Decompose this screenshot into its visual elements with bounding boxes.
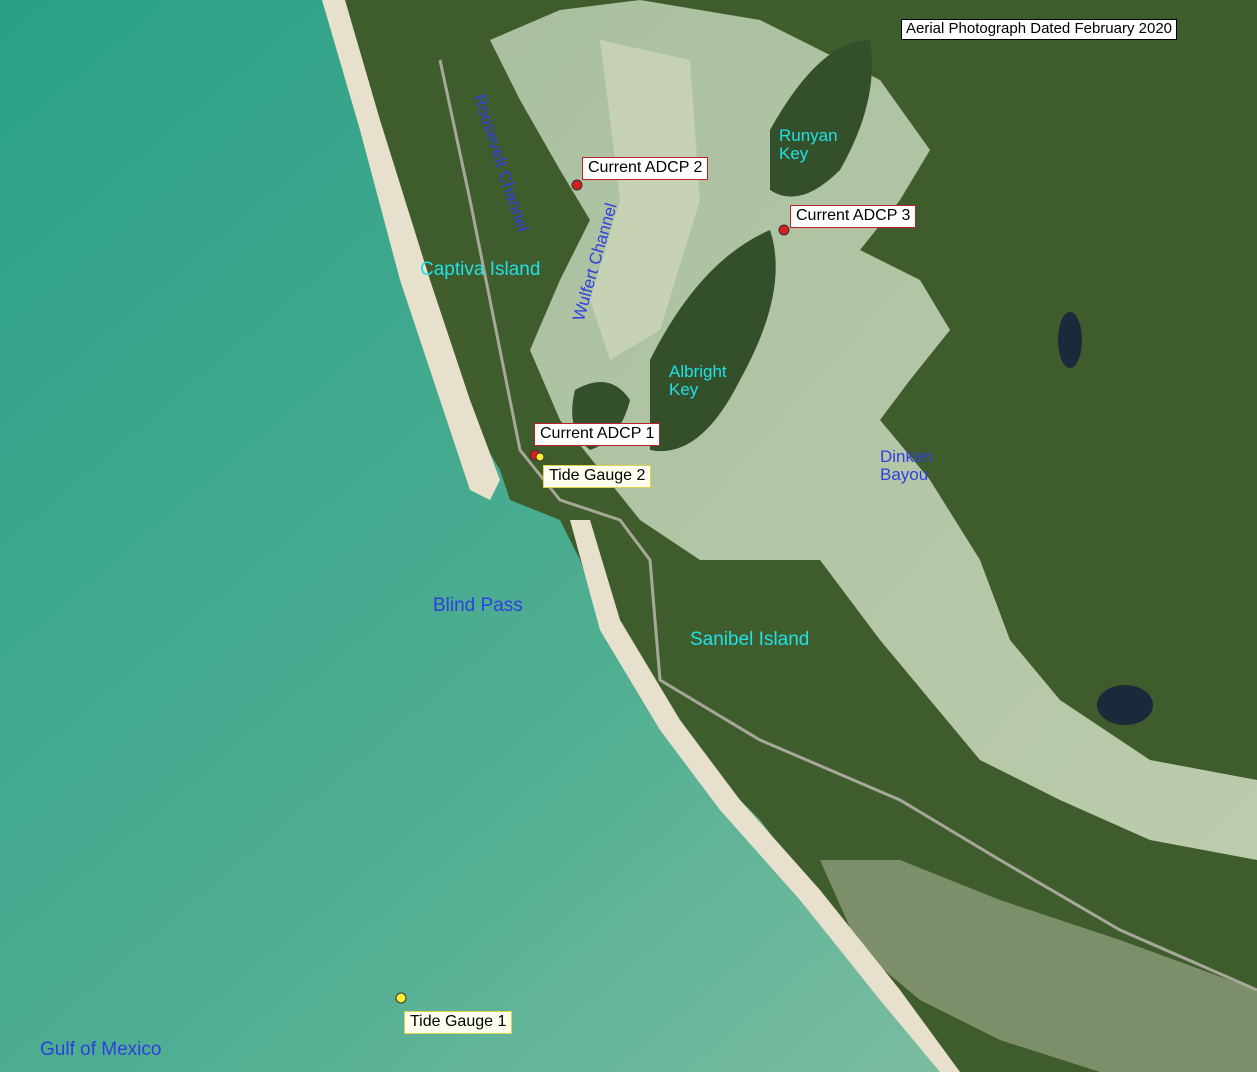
label-blind-pass: Blind Pass — [433, 595, 523, 616]
label-runyan-key: Runyan Key — [779, 127, 838, 163]
road — [438, 59, 1257, 992]
albright-key-land — [650, 230, 776, 452]
lower-bay — [820, 860, 1257, 1072]
label-albright-key: Albright Key — [669, 363, 727, 399]
gauge2-label: Tide Gauge 2 — [543, 465, 652, 488]
runyan-key-line2: Key — [779, 143, 809, 163]
albright-key-line1: Albright — [669, 362, 727, 381]
dinken-bayou-line1: Dinken — [880, 447, 933, 466]
dinken-bayou-line2: Bayou — [880, 464, 929, 484]
adcp3-label: Current ADCP 3 — [790, 205, 917, 228]
adcp3-marker[interactable] — [778, 224, 790, 236]
gauge1-label: Tide Gauge 1 — [404, 1011, 513, 1034]
label-captiva-island: Captiva Island — [420, 259, 541, 280]
gauge2-marker[interactable] — [535, 452, 545, 462]
label-dinken-bayou: Dinken Bayou — [880, 448, 933, 484]
captiva-beach — [322, 0, 500, 500]
pond — [1097, 685, 1153, 725]
adcp2-label: Current ADCP 2 — [582, 157, 709, 180]
albright-key-line2: Key — [669, 379, 699, 399]
runyan-key-land — [770, 40, 872, 197]
sandbar — [590, 40, 700, 360]
label-gulf-of-mexico: Gulf of Mexico — [40, 1039, 162, 1060]
map-title: Aerial Photograph Dated February 2020 — [901, 19, 1178, 40]
adcp1-label: Current ADCP 1 — [534, 423, 661, 446]
adcp2-marker[interactable] — [571, 179, 583, 191]
pond-2 — [1058, 312, 1082, 368]
runyan-key-line1: Runyan — [779, 126, 838, 145]
label-sanibel-island: Sanibel Island — [690, 629, 810, 650]
gauge1-marker[interactable] — [395, 992, 407, 1004]
